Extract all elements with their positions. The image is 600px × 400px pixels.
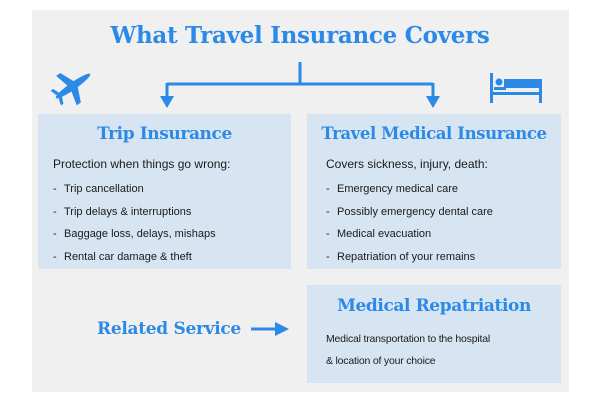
travel-medical-list: -Emergency medical care -Possibly emerge… — [326, 181, 493, 271]
arrowhead-right-icon — [426, 96, 440, 108]
trip-insurance-title: Trip Insurance — [97, 124, 232, 144]
list-item: -Emergency medical care — [326, 183, 459, 195]
list-item: -Trip cancellation — [53, 183, 144, 195]
arrowhead-left-icon — [160, 96, 174, 108]
diagram-title: What Travel Insurance Covers — [110, 22, 490, 49]
trip-insurance-list: -Trip cancellation -Trip delays & interr… — [53, 181, 216, 271]
travel-medical-intro: Covers sickness, injury, death: — [326, 157, 488, 171]
trip-insurance-intro: Protection when things go wrong: — [53, 157, 231, 171]
list-item: -Medical evacuation — [326, 228, 432, 240]
related-service: Related Service — [97, 319, 289, 339]
branch-connector-arrows — [160, 62, 440, 108]
bed-icon — [490, 73, 542, 103]
medical-repatriation-box: Medical Repatriation Medical transportat… — [307, 285, 561, 383]
list-item: -Trip delays & interruptions — [53, 205, 192, 218]
medical-repatriation-description: Medical transportation to the hospital &… — [326, 333, 490, 367]
trip-insurance-box: Trip Insurance Protection when things go… — [38, 114, 291, 269]
list-item: -Repatriation of your remains — [326, 250, 476, 263]
list-item: -Baggage loss, delays, mishaps — [53, 228, 216, 240]
travel-medical-title: Travel Medical Insurance — [321, 124, 547, 143]
arrow-right-icon — [250, 322, 289, 336]
list-item: -Rental car damage & theft — [53, 250, 192, 263]
travel-medical-insurance-box: Travel Medical Insurance Covers sickness… — [307, 114, 561, 269]
list-item: -Possibly emergency dental care — [326, 205, 493, 218]
related-service-label: Related Service — [97, 319, 241, 339]
medical-repatriation-title: Medical Repatriation — [337, 296, 531, 316]
airplane-icon — [50, 72, 91, 106]
